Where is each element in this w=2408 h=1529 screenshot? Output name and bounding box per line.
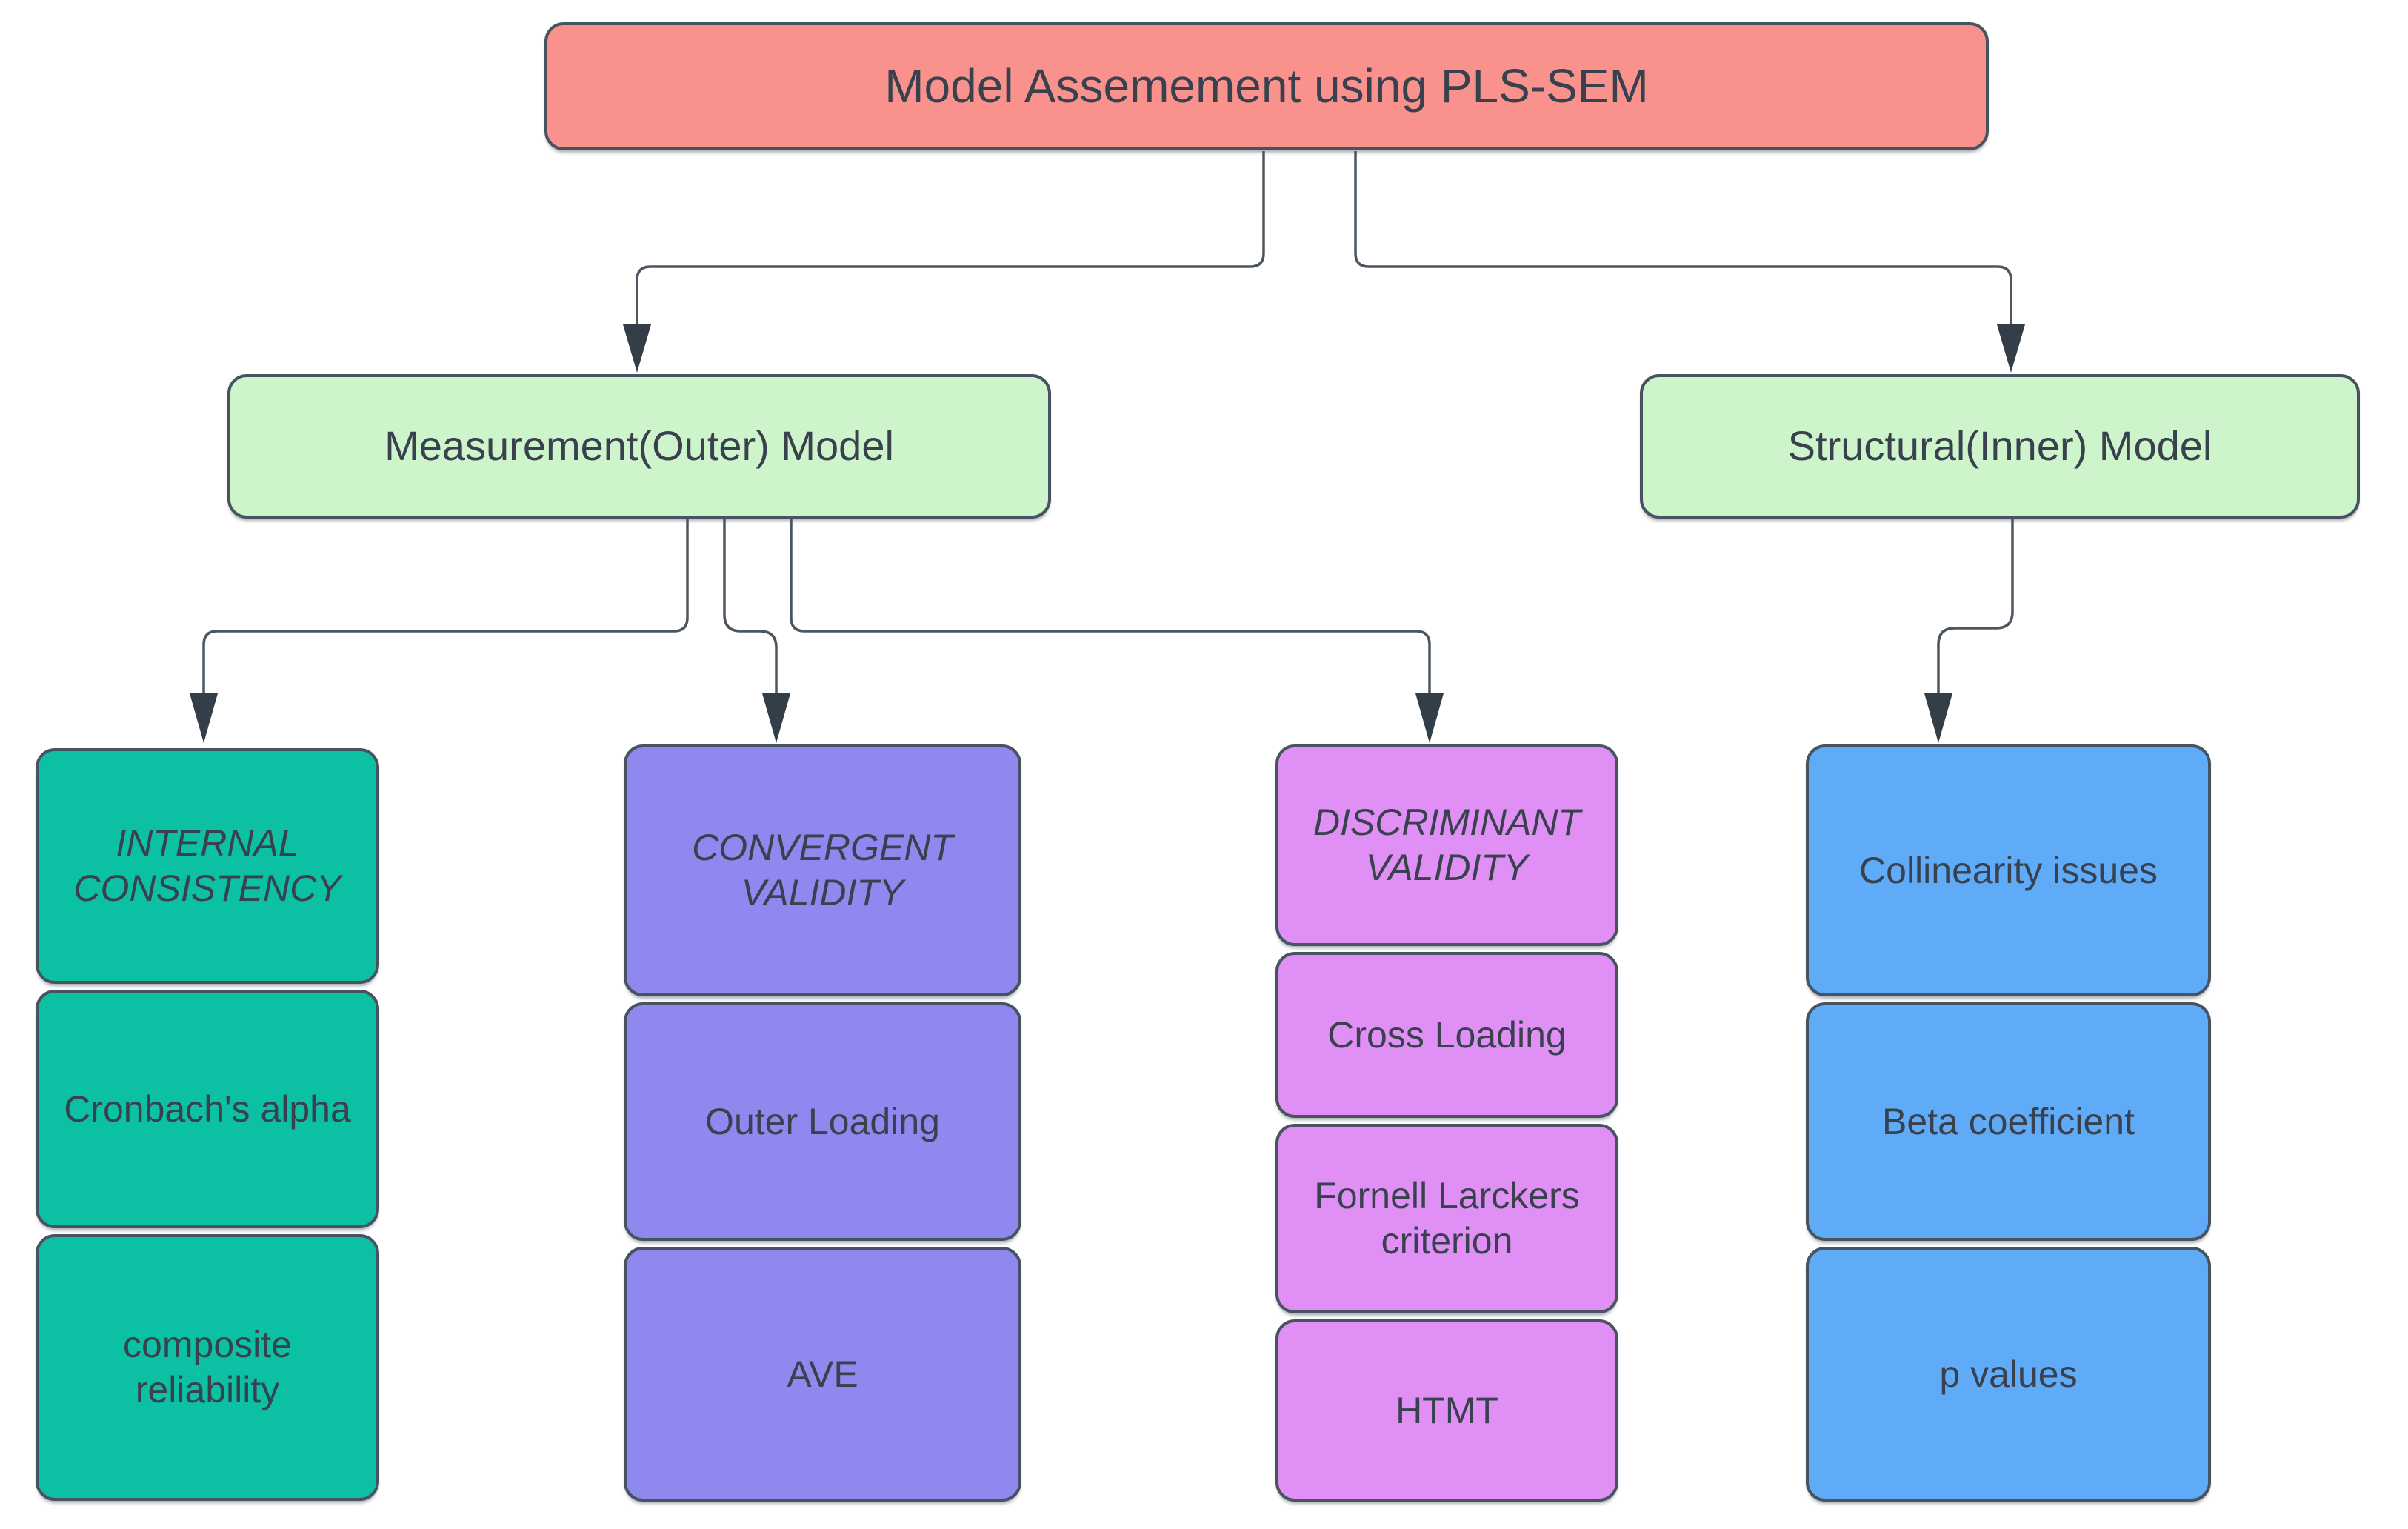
connector-measurement-convergent-validity: [723, 519, 778, 695]
node-cronbachs-alpha: Cronbach's alpha: [36, 990, 379, 1228]
connector-root-structural: [1354, 151, 2012, 326]
connector-measurement-internal-consistency: [202, 519, 689, 695]
node-discriminant-validity: DISCRIMINANT VALIDITY: [1275, 744, 1618, 946]
node-ave: AVE: [624, 1247, 1021, 1502]
connector-root-measurement: [636, 151, 1265, 326]
node-collinearity-issues: Collinearity issues: [1806, 744, 2211, 996]
arrowhead-root-structural: [1997, 324, 2025, 373]
arrowhead-measurement-convergent-validity: [762, 693, 790, 743]
node-measurement-model: Measurement(Outer) Model: [227, 374, 1051, 519]
arrowhead-root-measurement: [623, 324, 651, 373]
node-composite-reliability: composite reliability: [36, 1234, 379, 1501]
connector-measurement-discriminant-validity: [790, 519, 1431, 695]
node-beta-coefficient: Beta coefficient: [1806, 1002, 2211, 1241]
arrowhead-structural-collinearity: [1924, 693, 1952, 743]
node-outer-loading: Outer Loading: [624, 1002, 1021, 1241]
node-p-values: p values: [1806, 1247, 2211, 1502]
node-root: Model Assemement using PLS-SEM: [544, 22, 1989, 150]
arrowhead-measurement-discriminant-validity: [1415, 693, 1444, 743]
node-cross-loading: Cross Loading: [1275, 952, 1618, 1118]
node-convergent-validity: CONVERGENT VALIDITY: [624, 744, 1021, 996]
node-fornell-larckers-criterion: Fornell Larckers criterion: [1275, 1124, 1618, 1313]
arrowhead-measurement-internal-consistency: [190, 693, 218, 743]
connector-structural-collinearity: [1937, 519, 2014, 695]
node-htmt: HTMT: [1275, 1319, 1618, 1502]
node-structural-model: Structural(Inner) Model: [1640, 374, 2360, 519]
node-internal-consistency: INTERNAL CONSISTENCY: [36, 748, 379, 984]
